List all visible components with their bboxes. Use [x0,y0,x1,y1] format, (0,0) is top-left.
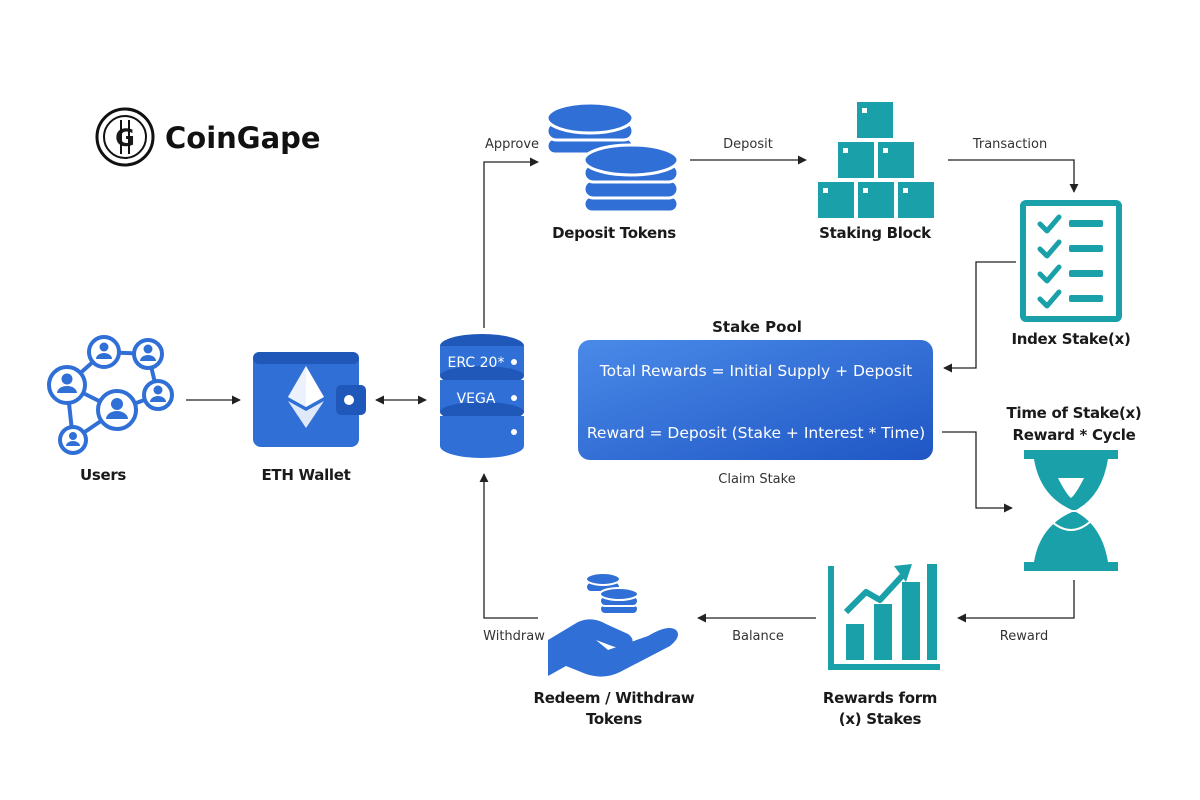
redeem-line2: Tokens [586,710,642,728]
arrow-pool-to-time [942,431,1013,513]
coingape-logo: G CoinGape [95,107,321,167]
edge-label-transaction: Transaction [972,137,1047,152]
edge-label-approve: Approve [485,137,539,152]
database-line2: VEGA [457,391,496,407]
logo-letter: G [115,124,135,152]
stacked-blocks-icon [818,102,934,218]
edge-label-withdraw: Withdraw [483,629,545,644]
ethereum-wallet-icon [253,352,366,447]
eth-wallet-label: ETH Wallet [261,466,350,484]
stake-pool-box: Total Rewards = Initial Supply + Deposit… [578,340,933,460]
growth-chart-icon [828,564,940,670]
staking-block-label: Staking Block [819,224,932,242]
hand-coins-icon [548,572,678,677]
arrow-approve [483,157,539,328]
rewards-form-line1: Rewards form [823,689,937,707]
stake-pool-line2: Reward = Deposit (Stake + Interest * Tim… [587,424,925,442]
stake-pool-title: Stake Pool [712,318,802,336]
users-label: Users [80,466,126,484]
brand-name: CoinGape [165,121,321,155]
connectors [186,155,1079,623]
hourglass-icon [1024,450,1118,571]
arrow-transaction [948,159,1079,193]
arrow-withdraw [479,473,538,619]
database-line1: ERC 20* [448,355,505,371]
edge-label-reward: Reward [1000,629,1048,644]
time-of-stake-line1: Time of Stake(x) [1007,404,1142,422]
redeem-line1: Redeem / Withdraw [534,689,695,707]
coin-stack-icon [545,101,680,214]
time-of-stake-line2: Reward * Cycle [1013,426,1136,444]
database-icon: ERC 20* VEGA [440,334,524,458]
checklist-icon [1020,200,1122,322]
edge-label-claim-stake: Claim Stake [718,472,795,487]
arrow-index-to-pool [943,261,1016,373]
arrow-reward [957,580,1075,623]
edge-label-deposit: Deposit [723,137,773,152]
stake-pool-line1: Total Rewards = Initial Supply + Deposit [599,362,913,380]
users-network-icon [47,335,174,455]
rewards-form-line2: (x) Stakes [839,710,922,728]
index-stake-label: Index Stake(x) [1011,330,1130,348]
deposit-tokens-label: Deposit Tokens [552,224,676,242]
edge-label-balance: Balance [732,629,784,644]
